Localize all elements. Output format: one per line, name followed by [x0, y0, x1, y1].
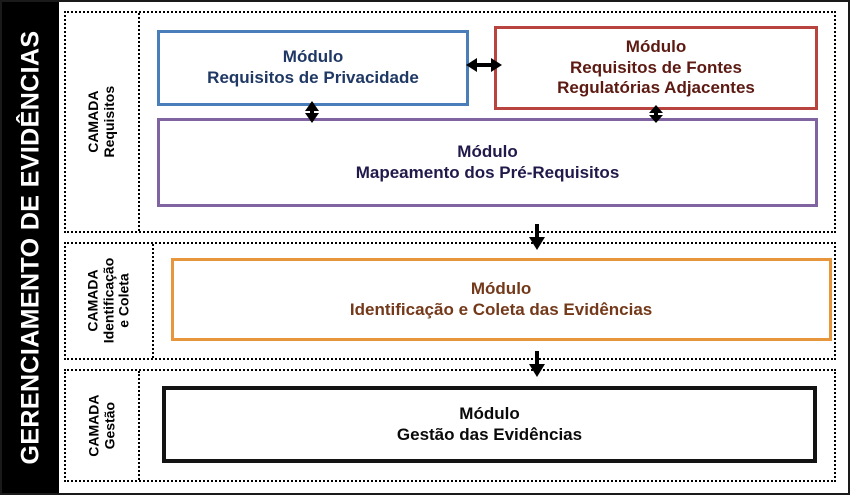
module-fontes-line3: Regulatórias Adjacentes — [557, 78, 755, 98]
figure-title: GERENCIAMENTO DE EVIDÊNCIAS — [16, 30, 45, 465]
layer-identificacao-label: CAMADA Identificação e Coleta — [84, 258, 132, 344]
layer-gestao-label-line2: Gestão — [101, 401, 117, 450]
layer-requisitos-body: Módulo Requisitos de Privacidade Módulo … — [140, 13, 834, 231]
layer-requisitos-label-line1: CAMADA — [85, 90, 102, 154]
diagram-content-column: CAMADA Requisitos Módulo Requisitos de P… — [59, 2, 848, 493]
layer-requisitos: CAMADA Requisitos Módulo Requisitos de P… — [64, 11, 836, 233]
module-gestao-line1: Módulo — [459, 403, 520, 423]
module-fontes-line2: Requisitos de Fontes — [570, 57, 742, 77]
module-fontes-line1: Módulo — [625, 36, 687, 56]
module-mapeamento-dos-pre-requisitos[interactable]: Módulo Mapeamento dos Pré-Requisitos — [157, 118, 818, 207]
layer-requisitos-label-line2: Requisitos — [100, 86, 117, 158]
layer-gestao-body: Módulo Gestão das Evidências — [140, 371, 834, 480]
module-privacidade-line1: Módulo — [282, 47, 344, 67]
layer-identificacao-label-line2: Identificação — [99, 258, 116, 344]
layer-gestao: CAMADA Gestão Módulo Gestão das Evidênci… — [64, 369, 836, 482]
module-coleta-line1: Módulo — [470, 278, 532, 298]
module-gestao-line2: Gestão das Evidências — [396, 424, 583, 444]
module-privacidade-line2: Requisitos de Privacidade — [207, 68, 419, 87]
module-coleta-line2: Identificação e Coleta das Evidências — [349, 299, 653, 319]
layer-identificacao-label-line1: CAMADA — [84, 269, 101, 333]
module-requisitos-de-fontes-regulatorias-adjacentes[interactable]: Módulo Requisitos de Fontes Regulatórias… — [494, 26, 818, 110]
layer-identificacao-label-line3: e Coleta — [115, 273, 132, 329]
layer-identificacao-e-coleta: CAMADA Identificação e Coleta Módulo Ide… — [64, 242, 836, 360]
module-requisitos-de-privacidade[interactable]: Módulo Requisitos de Privacidade — [157, 30, 469, 106]
layer-gestao-label-cell: CAMADA Gestão — [66, 371, 140, 480]
layer-requisitos-label: CAMADA Requisitos — [85, 86, 117, 158]
layer-identificacao-label-cell: CAMADA Identificação e Coleta — [66, 244, 154, 358]
layer-gestao-label: CAMADA Gestão — [85, 394, 117, 457]
figure-title-bar: GERENCIAMENTO DE EVIDÊNCIAS — [2, 2, 59, 493]
module-identificacao-e-coleta-das-evidencias[interactable]: Módulo Identificação e Coleta das Evidên… — [170, 258, 832, 341]
layer-identificacao-body: Módulo Identificação e Coleta das Evidên… — [154, 244, 834, 358]
module-gestao-das-evidencias[interactable]: Módulo Gestão das Evidências — [162, 386, 817, 463]
layer-requisitos-label-cell: CAMADA Requisitos — [66, 13, 140, 231]
layer-gestao-label-line1: CAMADA — [85, 394, 102, 457]
module-mapeamento-line2: Mapeamento dos Pré-Requisitos — [355, 162, 620, 182]
module-mapeamento-line1: Módulo — [457, 141, 518, 161]
